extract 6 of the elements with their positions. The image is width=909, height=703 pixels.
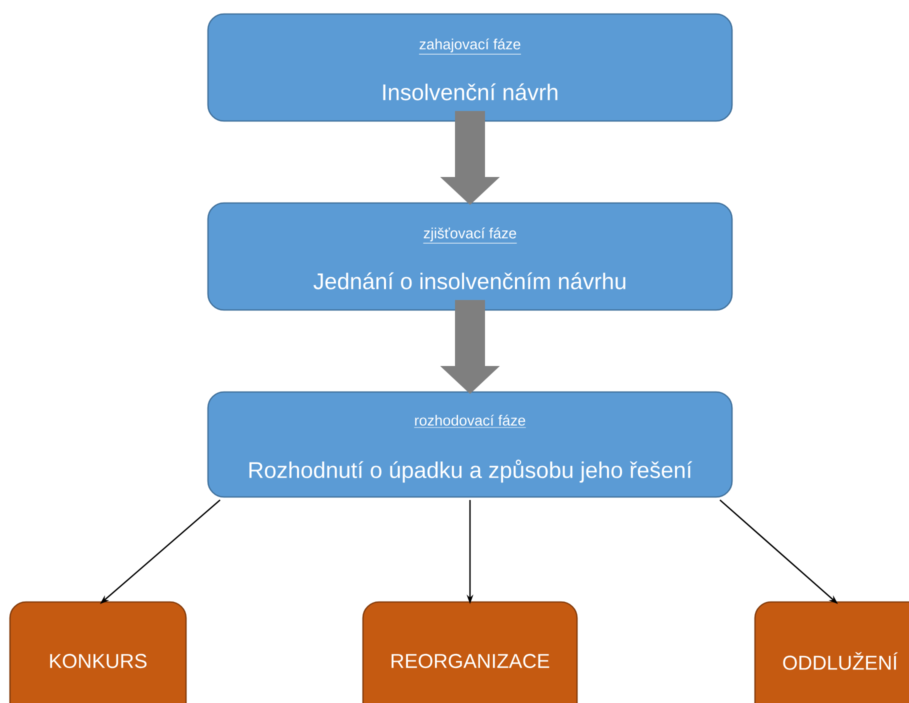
phase-box: rozhodovací fáze Rozhodnutí o úpadku a způsobu jeho řešení bbox=[207, 391, 733, 498]
outcome-box: ODDLUŽENÍ bbox=[754, 601, 909, 703]
phase-box: zahajovací fáze Insolvenční návrh bbox=[207, 13, 733, 122]
phase-box: zjišťovací fáze Jednání o insolvenčním návrhu bbox=[207, 202, 733, 311]
outcome-box: KONKURS bbox=[9, 601, 187, 703]
outcome-box: REORGANIZACE bbox=[362, 601, 578, 703]
